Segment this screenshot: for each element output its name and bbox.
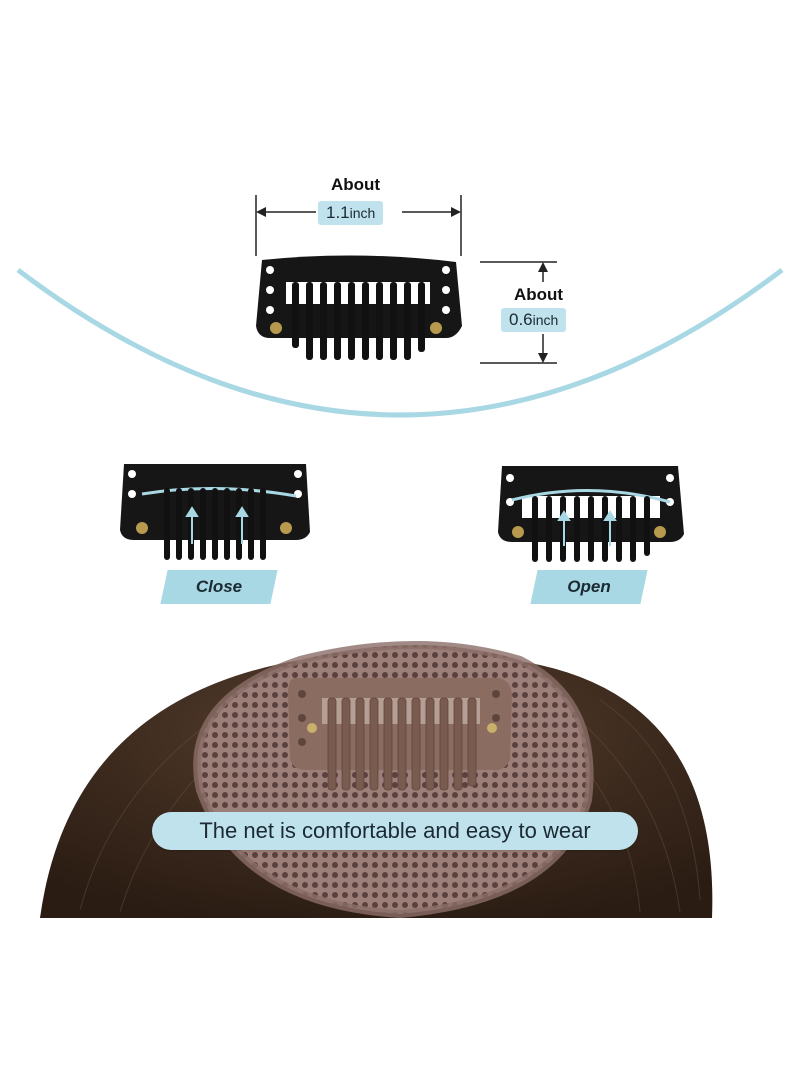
width-value: 1.1 [326,203,350,222]
width-label: About [331,175,381,194]
open-clip-icon [498,466,684,562]
width-value-badge: 1.1inch [318,201,384,225]
height-value-badge: 0.6inch [501,308,567,332]
up-arrow-icon [185,506,249,544]
width-unit: inch [349,205,376,221]
height-value: 0.6 [509,310,533,329]
up-arrow-icon [557,510,617,546]
height-unit: inch [532,312,559,328]
width-arrow-icon [255,195,462,256]
close-state-tag: Close [164,570,274,604]
close-state-label: Close [195,577,243,596]
net-caption-banner: The net is comfortable and easy to wear [152,812,638,850]
open-state-label: Open [567,577,611,596]
close-clip-icon [120,464,310,560]
brown-hair-clip-icon [288,678,512,791]
height-arrow-icon [480,261,557,364]
height-label: About [514,285,564,304]
black-hair-clip-icon [256,255,462,360]
open-state-tag: Open [534,570,644,604]
arc-divider [16,268,784,418]
